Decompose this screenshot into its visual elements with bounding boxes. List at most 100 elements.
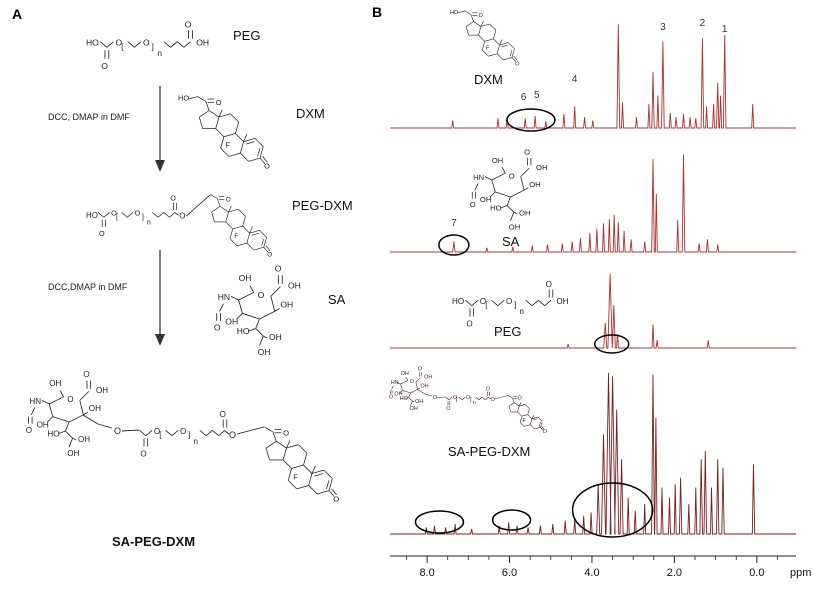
svg-text:n: n xyxy=(157,48,162,58)
svg-text:6: 6 xyxy=(521,92,527,103)
svg-text:O: O xyxy=(101,61,108,71)
svg-text:O: O xyxy=(115,37,122,47)
svg-text:O: O xyxy=(433,395,438,401)
svg-text:8.0: 8.0 xyxy=(419,567,434,579)
svg-text:O: O xyxy=(515,62,520,68)
svg-text:OH: OH xyxy=(89,404,101,413)
svg-text:HO: HO xyxy=(47,429,59,438)
svg-text:O: O xyxy=(418,367,423,373)
svg-text:[: [ xyxy=(121,41,124,51)
svg-text:OH: OH xyxy=(269,332,282,342)
svg-text:OH: OH xyxy=(49,379,61,388)
svg-text:O: O xyxy=(26,426,32,435)
svg-text:O: O xyxy=(267,251,272,258)
svg-text:O: O xyxy=(170,193,176,202)
svg-text:O: O xyxy=(185,19,192,29)
svg-text:7: 7 xyxy=(451,218,457,229)
svg-text:HO: HO xyxy=(450,10,459,16)
svg-text:]: ] xyxy=(470,397,472,403)
svg-text:[: [ xyxy=(456,397,458,403)
svg-text:2.0: 2.0 xyxy=(667,567,682,579)
dxm-inset-label: DXM xyxy=(474,72,503,87)
svg-text:[: [ xyxy=(159,431,162,440)
svg-text:F: F xyxy=(523,418,527,424)
svg-text:HN: HN xyxy=(391,380,399,386)
svg-text:]: ] xyxy=(152,41,154,51)
peg-dxm-compound-label: PEG-DXM xyxy=(292,198,353,213)
svg-text:O: O xyxy=(389,394,394,400)
svg-text:O: O xyxy=(479,13,484,19)
svg-text:OH: OH xyxy=(239,273,252,283)
svg-text:O: O xyxy=(216,98,222,107)
svg-text:O: O xyxy=(333,495,339,504)
svg-text:O: O xyxy=(543,429,548,435)
svg-text:O: O xyxy=(524,148,530,157)
svg-text:O: O xyxy=(229,430,236,440)
svg-text:OH: OH xyxy=(536,163,547,172)
svg-text:HN: HN xyxy=(29,397,41,406)
svg-text:[: [ xyxy=(116,212,118,221)
dxm-compound-label: DXM xyxy=(296,106,325,121)
svg-text:4: 4 xyxy=(572,74,578,85)
svg-text:O: O xyxy=(453,395,458,401)
sa-inset-label: SA xyxy=(502,234,520,249)
svg-text:OH: OH xyxy=(556,297,568,306)
svg-text:OH: OH xyxy=(529,180,540,189)
panel-b-label: B xyxy=(372,4,383,20)
svg-text:OH: OH xyxy=(288,281,301,291)
sa-compound-label: SA xyxy=(328,292,346,307)
svg-text:O: O xyxy=(140,449,146,458)
svg-text:OH: OH xyxy=(394,392,402,398)
svg-text:O: O xyxy=(67,395,73,404)
svg-text:O: O xyxy=(99,229,105,238)
svg-text:O: O xyxy=(491,397,496,403)
svg-text:HO: HO xyxy=(86,37,99,47)
svg-text:4.0: 4.0 xyxy=(584,567,599,579)
reaction-arrow-1 xyxy=(155,86,165,172)
svg-text:0.0: 0.0 xyxy=(749,567,764,579)
svg-text:OH: OH xyxy=(258,347,271,357)
panel-a-label: A xyxy=(12,6,23,22)
dxm-inset-structure: O F O HO xyxy=(450,10,520,68)
svg-text:O: O xyxy=(509,171,515,180)
svg-text:[: [ xyxy=(485,301,488,310)
svg-text:O: O xyxy=(214,322,221,332)
svg-text:2: 2 xyxy=(700,18,706,29)
svg-text:O: O xyxy=(179,212,185,221)
svg-text:O: O xyxy=(506,297,512,306)
svg-text:n: n xyxy=(147,218,151,227)
nmr-spectrum-sa-peg-dxm xyxy=(390,372,796,538)
svg-text:HN: HN xyxy=(473,173,484,182)
svg-text:HO: HO xyxy=(490,204,502,213)
svg-text:OH: OH xyxy=(415,399,423,405)
svg-text:O: O xyxy=(226,196,231,203)
svg-text:O: O xyxy=(111,209,117,218)
svg-text:O: O xyxy=(114,426,121,436)
svg-text:OH: OH xyxy=(225,317,238,327)
svg-text:HO: HO xyxy=(178,94,189,103)
svg-text:OH: OH xyxy=(420,384,428,390)
svg-text:F: F xyxy=(486,45,490,51)
svg-text:O: O xyxy=(466,395,471,401)
svg-text:]: ] xyxy=(514,301,516,310)
svg-text:OH: OH xyxy=(480,195,491,204)
reaction-2-reagents: DCC,DMAP in DMF xyxy=(48,282,128,292)
svg-text:n: n xyxy=(473,400,476,406)
svg-text:OH: OH xyxy=(67,449,79,458)
svg-text:O: O xyxy=(486,386,491,392)
svg-text:O: O xyxy=(180,427,186,436)
nmr-spectrum-sa: 7 xyxy=(390,154,796,256)
svg-text:OH: OH xyxy=(37,420,49,429)
peg-compound-label: PEG xyxy=(233,28,261,43)
svg-text:O: O xyxy=(466,319,472,328)
svg-text:HN: HN xyxy=(218,292,230,302)
svg-text:OH: OH xyxy=(492,156,503,165)
svg-text:OH: OH xyxy=(96,386,108,395)
